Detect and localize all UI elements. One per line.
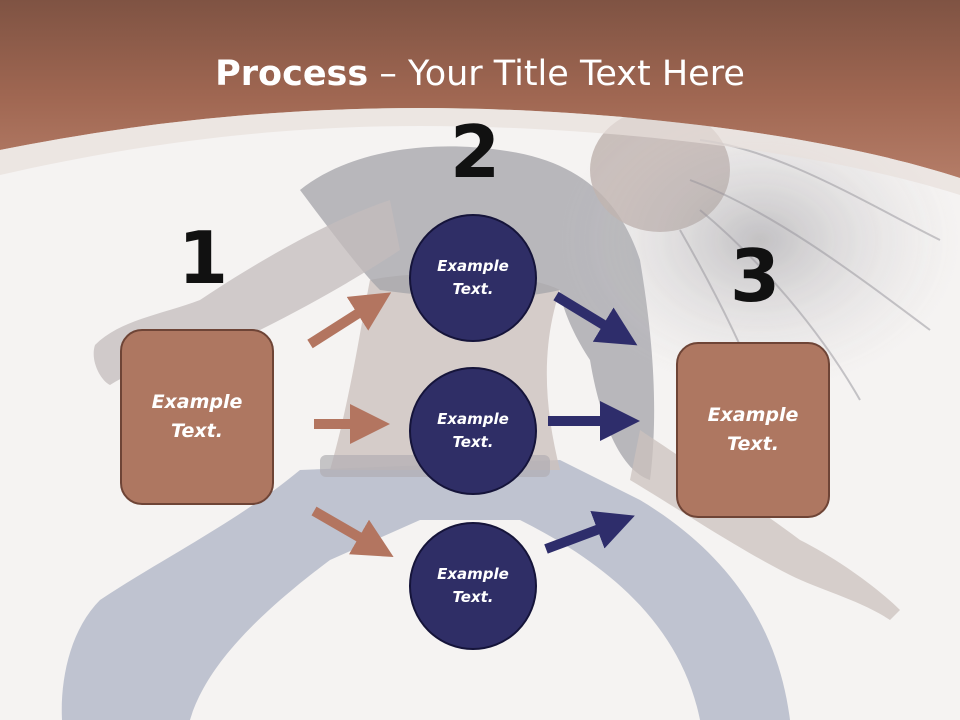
step-number-2: 2 xyxy=(450,110,501,194)
title-bold: Process xyxy=(215,54,369,94)
step-1-text: Example Text. xyxy=(151,391,243,442)
circle-top-text: Example Text. xyxy=(437,257,509,298)
step-3-box: Example Text. xyxy=(676,342,830,518)
step-2-circle-bottom: Example Text. xyxy=(409,522,537,650)
header-swoosh xyxy=(0,108,960,195)
step-3-text: Example Text. xyxy=(707,404,799,455)
arrow-1-to-2a xyxy=(307,292,392,349)
circle-middle-text: Example Text. xyxy=(437,410,509,451)
arrow-1-to-2c xyxy=(311,506,394,558)
step-number-1: 1 xyxy=(178,216,229,300)
title-rest: – Your Title Text Here xyxy=(368,54,745,94)
step-2-circle-middle: Example Text. xyxy=(409,367,537,495)
step-1-box: Example Text. xyxy=(120,329,274,505)
step-2-circle-top: Example Text. xyxy=(409,214,537,342)
slide-title: Process – Your Title Text Here xyxy=(0,52,960,96)
header-band xyxy=(0,0,960,178)
arrow-2a-to-3 xyxy=(553,291,638,346)
step-number-3: 3 xyxy=(730,234,781,318)
arrow-2c-to-3 xyxy=(544,510,635,554)
circle-bottom-text: Example Text. xyxy=(437,565,509,606)
